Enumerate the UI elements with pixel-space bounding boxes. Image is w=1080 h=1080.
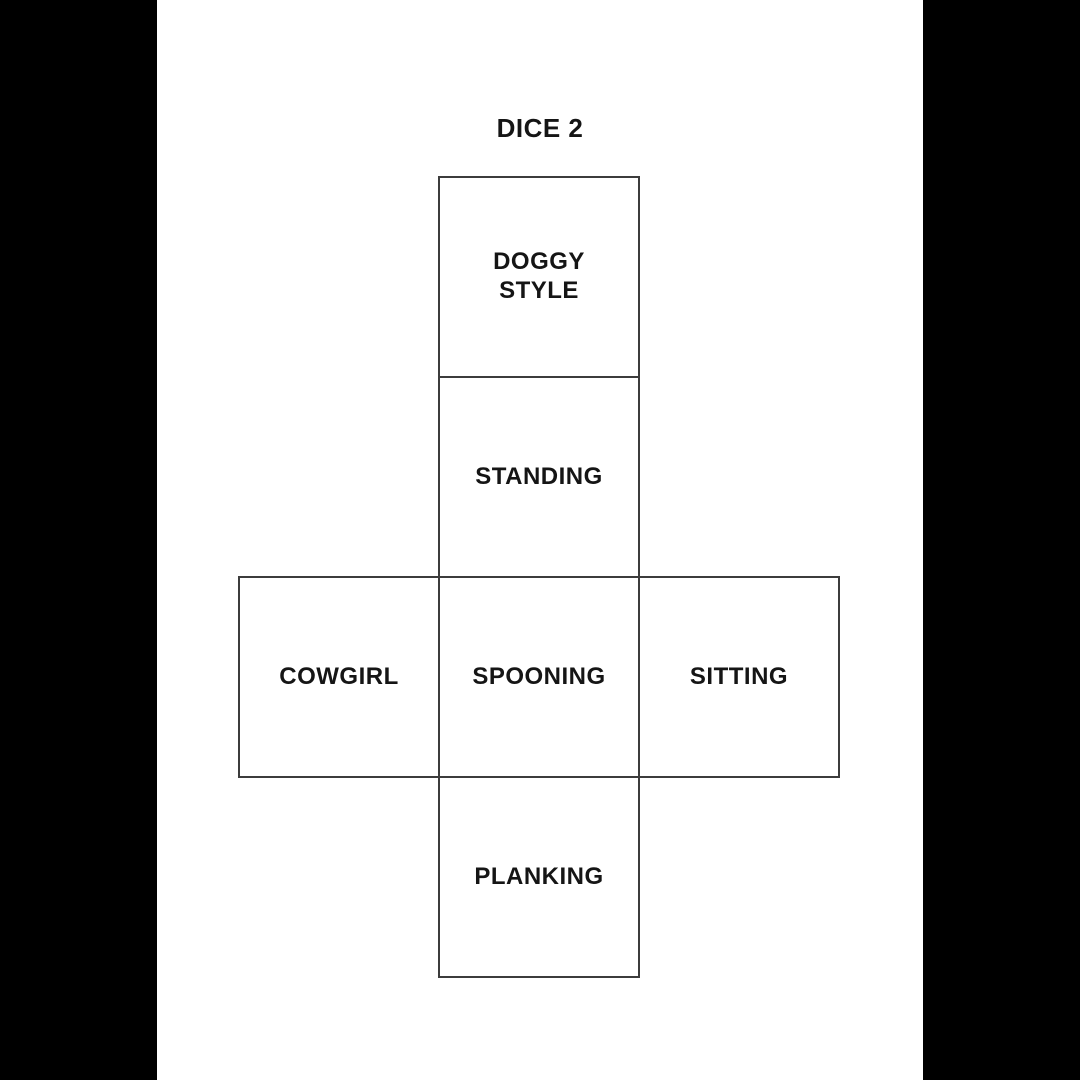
net-cell-planking: PLANKING	[438, 776, 640, 978]
net-cell-label: DOGGY STYLE	[493, 248, 585, 304]
letterbox-bar-left	[0, 0, 157, 1080]
net-cell-spooning: SPOONING	[438, 576, 640, 778]
letterbox-bar-right	[923, 0, 1080, 1080]
net-cell-standing: STANDING	[438, 376, 640, 578]
net-cell-doggy-style: DOGGY STYLE	[438, 176, 640, 378]
net-cell-sitting: SITTING	[638, 576, 840, 778]
page-title: DICE 2	[496, 113, 584, 143]
net-cell-label: COWGIRL	[279, 662, 399, 690]
net-cell-cowgirl: COWGIRL	[238, 576, 440, 778]
net-cell-label: PLANKING	[474, 862, 604, 890]
net-cell-label: STANDING	[475, 462, 603, 490]
net-cell-label: SPOONING	[472, 662, 606, 690]
net-cell-label: SITTING	[689, 662, 789, 690]
